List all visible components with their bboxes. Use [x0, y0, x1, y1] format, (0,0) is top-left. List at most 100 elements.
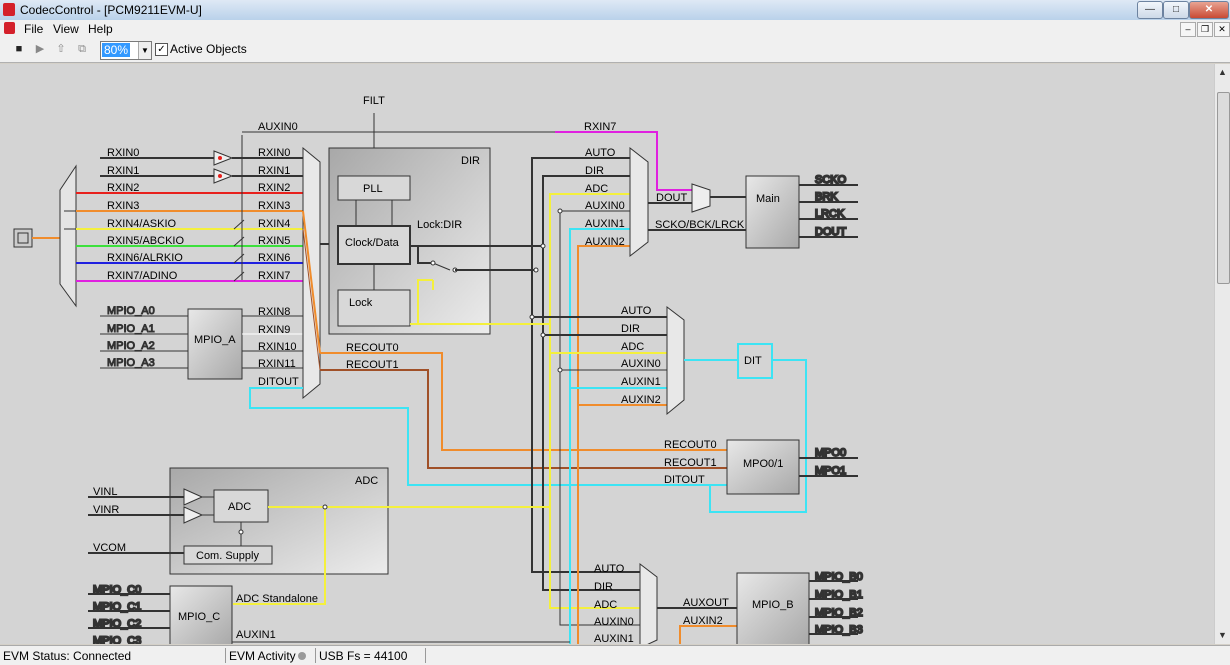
- b-mux-input-label: AUXIN0: [594, 616, 634, 628]
- main-mux-input-label: AUXIN2: [585, 236, 625, 248]
- dit-mux-input-label: DIR: [621, 323, 640, 335]
- mux-input-label: RXIN0: [258, 147, 290, 159]
- active-objects-checkbox[interactable]: ✓: [155, 43, 168, 56]
- mux-input-label: RXIN9: [258, 324, 290, 336]
- vertical-scrollbar[interactable]: ▲ ▼: [1214, 64, 1230, 644]
- b-mux-input-label: DIR: [594, 581, 613, 593]
- mpio-b-mux: [639, 562, 658, 644]
- mux-input-label: RXIN7: [258, 270, 290, 282]
- menu-file[interactable]: File: [24, 22, 44, 36]
- mdi-minimize-button[interactable]: –: [1180, 22, 1196, 37]
- usb-fs: USB Fs = 44100: [319, 649, 408, 663]
- mpo-label: MPO0/1: [743, 458, 783, 470]
- mpo-output-label: MPO0: [815, 447, 846, 459]
- mpio-b-label: MPIO_B: [752, 599, 794, 611]
- vinl-label: VINL: [93, 486, 117, 498]
- b-mux-input-label: ADC: [594, 599, 617, 611]
- main-output-label: BRK: [815, 191, 838, 203]
- rx-input-label: RXIN2: [107, 182, 139, 194]
- recout0-label: RECOUT0: [346, 342, 399, 354]
- dir-title: DIR: [461, 155, 480, 167]
- mux-input-label: DITOUT: [258, 376, 299, 388]
- mpio-c-pin-label: MPIO_C2: [93, 618, 141, 630]
- menu-view[interactable]: View: [53, 22, 79, 36]
- menu-help[interactable]: Help: [88, 22, 113, 36]
- filt-label: FILT: [363, 95, 385, 107]
- main-mux-input-label: AUXIN1: [585, 218, 625, 230]
- rx-input-label: RXIN4/ASKIO: [107, 218, 177, 230]
- main-mux-input-label: AUTO: [585, 147, 616, 159]
- dout-label: DOUT: [656, 192, 687, 204]
- block-diagram: RXIN0RXIN1RXIN2RXIN3RXIN4/ASKIORXIN5/ABC…: [13, 95, 864, 644]
- mux-input-label: RXIN2: [258, 182, 290, 194]
- pll-block[interactable]: [337, 175, 411, 201]
- mpio-a-pin-label: MPIO_A1: [107, 323, 155, 335]
- rx-input-label: RXIN6/ALRKIO: [107, 252, 183, 264]
- b-mux-input-label: AUTO: [594, 563, 625, 575]
- mux-input-label: RXIN8: [258, 306, 290, 318]
- app-logo-icon: [3, 3, 15, 16]
- play-icon[interactable]: ▶: [35, 43, 45, 55]
- stop-icon[interactable]: ■: [15, 43, 23, 55]
- clock-data-label: Clock/Data: [345, 237, 400, 249]
- pll-label: PLL: [363, 183, 383, 195]
- toolbar: ■ ▶ ⇧ ⧉ 80%▼ ✓ Active Objects: [0, 38, 1230, 63]
- maximize-button[interactable]: □: [1163, 1, 1189, 19]
- rx-input-label: RXIN0: [107, 147, 139, 159]
- main-mux-input-label: AUXIN0: [585, 200, 625, 212]
- mpo-input-label: RECOUT1: [664, 457, 717, 469]
- mpo-block[interactable]: [726, 439, 800, 495]
- mpio-b-output-label: MPIO_B1: [815, 589, 863, 601]
- mux-input-label: RXIN6: [258, 252, 290, 264]
- dit-mux-input-label: AUXIN0: [621, 358, 661, 370]
- rx-input-label: RXIN5/ABCKIO: [107, 235, 184, 247]
- mdi-restore-button[interactable]: ❐: [1197, 22, 1213, 37]
- mpio-a-pin-label: MPIO_A0: [107, 305, 155, 317]
- mpio-a-pin-label: MPIO_A3: [107, 357, 155, 369]
- scko-bck-lrck-label: SCKO/BCK/LRCK: [655, 219, 745, 231]
- dit-mux-input-label: AUTO: [621, 305, 652, 317]
- lock-label: Lock: [349, 297, 373, 309]
- mpio-a-block[interactable]: [187, 308, 243, 380]
- dit-label: DIT: [744, 355, 762, 367]
- rx-input-label: RXIN7/ADINO: [107, 270, 178, 282]
- mpio-c-block[interactable]: [169, 585, 233, 644]
- mux-input-label: RXIN5: [258, 235, 290, 247]
- mpio-b-block[interactable]: [736, 572, 810, 644]
- mpio-c-pin-label: MPIO_C3: [93, 635, 141, 644]
- dit-mux-input-label: AUXIN1: [621, 376, 661, 388]
- com-supply-block[interactable]: [183, 545, 273, 565]
- rxin7-top-label: RXIN7: [584, 121, 616, 133]
- vcom-label: VCOM: [93, 542, 126, 554]
- window-title: CodecControl - [PCM9211EVM-U]: [20, 3, 202, 17]
- scroll-thumb[interactable]: [1217, 92, 1230, 284]
- dout-selector: [691, 183, 711, 213]
- main-output-label: DOUT: [815, 226, 846, 238]
- auxout-label: AUXOUT: [683, 597, 729, 609]
- recout1-label: RECOUT1: [346, 359, 399, 371]
- evm-activity-label: EVM Activity: [229, 649, 296, 663]
- dit-block[interactable]: [737, 343, 773, 379]
- copy-icon[interactable]: ⧉: [78, 43, 86, 55]
- minimize-button[interactable]: —: [1137, 1, 1163, 19]
- mpio-c-label: MPIO_C: [178, 611, 220, 623]
- rx-input-label: RXIN1: [107, 165, 139, 177]
- mux-input-label: RXIN10: [258, 341, 297, 353]
- mpio-a-label: MPIO_A: [194, 334, 236, 346]
- mpo-output-label: MPO1: [815, 465, 846, 477]
- zoom-select[interactable]: 80%▼: [100, 41, 152, 60]
- up-icon[interactable]: ⇧: [56, 43, 66, 55]
- scroll-up-icon: ▲: [1218, 67, 1227, 77]
- auxin2-b-label: AUXIN2: [683, 615, 723, 627]
- b-mux-input-label: AUXIN1: [594, 633, 634, 644]
- close-button[interactable]: ✕: [1189, 1, 1229, 19]
- mdi-close-button[interactable]: ✕: [1214, 22, 1230, 37]
- mux-input-label: RXIN1: [258, 165, 290, 177]
- main-block[interactable]: [745, 175, 800, 249]
- lock-block[interactable]: [337, 289, 411, 327]
- connector-mux: [59, 164, 77, 308]
- main-label: Main: [756, 193, 780, 205]
- main-output-mux: [629, 146, 649, 258]
- optical-connector-icon: [13, 228, 33, 248]
- adc-standalone-label: ADC Standalone: [236, 593, 318, 605]
